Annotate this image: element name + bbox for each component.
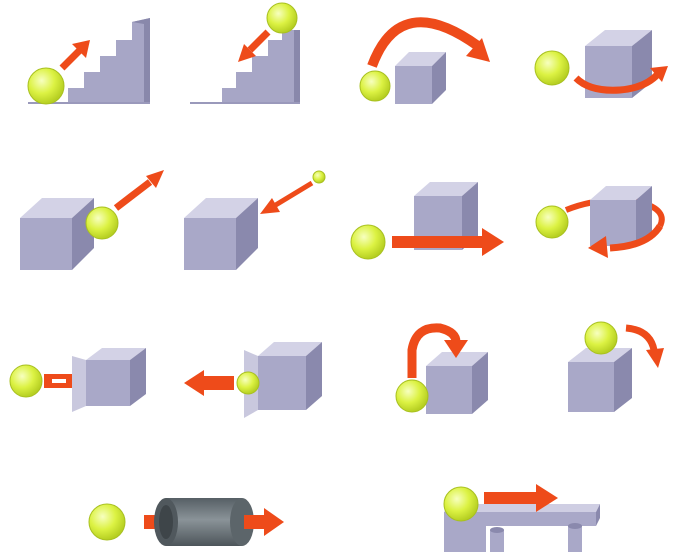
ball xyxy=(85,206,119,240)
ball xyxy=(9,364,43,398)
left-arrow-icon xyxy=(184,370,234,396)
cube xyxy=(590,186,652,246)
ball xyxy=(584,321,618,355)
ball xyxy=(534,50,570,86)
stairs-down-icon xyxy=(190,30,300,104)
arrow-out-icon xyxy=(113,170,164,211)
cube xyxy=(184,198,258,270)
panel-ball-approach-cube xyxy=(184,170,326,270)
tunnel-cube xyxy=(244,342,322,418)
ball xyxy=(359,70,391,102)
ball xyxy=(27,67,65,105)
panel-ball-pass-through-cube xyxy=(350,182,504,260)
arrow-up-right-icon xyxy=(59,40,90,71)
cylinder-arrow-icon xyxy=(144,498,284,546)
small-arrow-icon xyxy=(44,374,72,388)
drop-arrow-icon xyxy=(625,324,664,368)
cube xyxy=(426,352,488,414)
cube xyxy=(20,198,94,270)
bridge xyxy=(444,504,600,552)
arrow-in-icon xyxy=(260,180,314,214)
panel-ball-orbit-cube xyxy=(534,30,668,98)
panel-ball-leave-cube xyxy=(20,170,164,270)
cube xyxy=(568,348,632,412)
ball xyxy=(312,170,326,184)
bridge-arrow-icon xyxy=(484,484,558,512)
panel-ball-exit-tunnel xyxy=(184,342,322,418)
ball xyxy=(535,205,569,239)
loop-arrow-icon xyxy=(588,223,664,258)
tunnel-cube xyxy=(72,348,146,412)
orbit-arrow-icon xyxy=(573,66,668,94)
panel-ball-through-cylinder xyxy=(88,498,284,546)
ball xyxy=(88,503,126,541)
panel-ball-climb-stairs xyxy=(27,18,150,105)
panel-ball-circle-cube xyxy=(535,186,665,258)
panel-ball-across-bridge xyxy=(443,484,600,552)
panel-ball-drop-off-cube xyxy=(568,321,664,412)
panel-ball-loop-onto-cube xyxy=(395,323,488,414)
ball xyxy=(350,224,386,260)
curved-arrow-icon xyxy=(407,323,468,378)
panel-ball-arc-over-cube xyxy=(359,17,490,104)
panel-ball-descend-stairs xyxy=(190,2,300,104)
ball xyxy=(443,486,479,522)
arc-arrow-icon xyxy=(367,17,490,68)
ball xyxy=(266,2,298,34)
arrow-through-icon xyxy=(392,228,504,256)
ball xyxy=(236,371,260,395)
arrow-down-left-icon xyxy=(238,29,271,62)
cube xyxy=(395,52,446,104)
panel-ball-enter-tunnel xyxy=(9,348,146,412)
ball xyxy=(395,379,429,413)
